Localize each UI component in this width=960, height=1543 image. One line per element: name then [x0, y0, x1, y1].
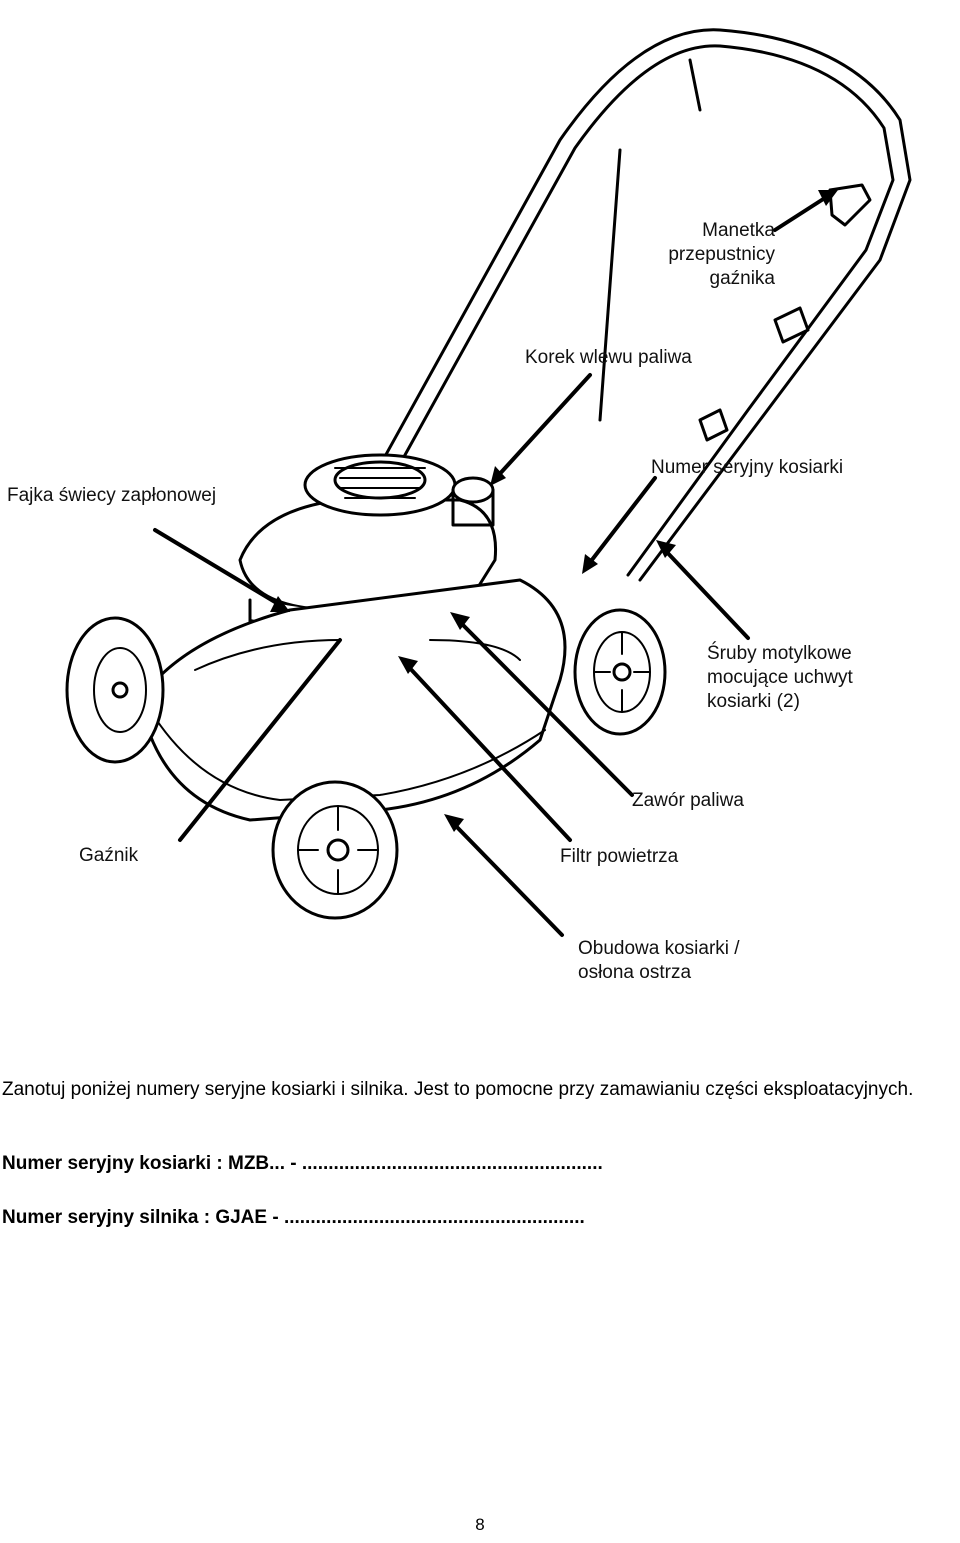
label-fuel-cap: Korek wlewu paliwa	[525, 347, 692, 368]
arrowhead-fuel-valve	[450, 612, 470, 630]
leader-fuel-cap	[494, 373, 592, 480]
rear-left-wheel	[65, 616, 165, 764]
leader-choke	[773, 194, 830, 232]
arrowhead-air-filter	[398, 656, 418, 674]
arrowhead-choke	[818, 190, 838, 206]
label-spark-plug: Fajka świecy zapłonowej	[7, 485, 217, 506]
arrowhead-mower-serial	[582, 554, 598, 574]
arrowhead-deck	[444, 814, 464, 832]
serial-number-note: Zanotuj poniżej numery seryjne kosiarki …	[2, 1079, 914, 1100]
arrowhead-wing-bolts	[656, 540, 676, 558]
leader-air-filter	[404, 662, 572, 842]
choke-lever	[828, 183, 872, 227]
leader-fuel-valve	[456, 618, 634, 797]
label-carburetor: Gaźnik	[79, 845, 139, 866]
label-air-filter: Filtr powietrza	[560, 846, 679, 867]
arrowhead-spark-plug	[270, 596, 290, 612]
leader-carburetor	[178, 638, 342, 842]
lawn-mower-diagram	[65, 28, 912, 937]
label-wing-bolts: Śruby motylkowe mocujące uchwyt kosiarki…	[707, 643, 853, 712]
rear-right-wheel	[573, 608, 667, 736]
mower-handle	[298, 28, 912, 614]
leader-wing-bolts	[661, 546, 750, 640]
engine-serial-line: Numer seryjny silnika : GJAE - .........…	[2, 1207, 585, 1228]
arrowhead-fuel-cap	[490, 466, 506, 486]
label-mower-serial: Numer seryjny kosiarki	[651, 457, 844, 478]
leader-deck	[450, 820, 564, 937]
label-deck: Obudowa kosiarki / osłona ostrza	[578, 938, 740, 983]
leader-mower-serial	[586, 476, 657, 567]
mower-serial-line: Numer seryjny kosiarki : MZB... - ......…	[2, 1153, 603, 1174]
page-number: 8	[475, 1515, 485, 1534]
front-left-wheel	[271, 780, 399, 920]
leader-spark-plug	[153, 528, 282, 607]
label-fuel-valve: Zawór paliwa	[632, 790, 744, 811]
label-choke-lever: Manetka przepustnicy gaźnika	[668, 220, 775, 289]
